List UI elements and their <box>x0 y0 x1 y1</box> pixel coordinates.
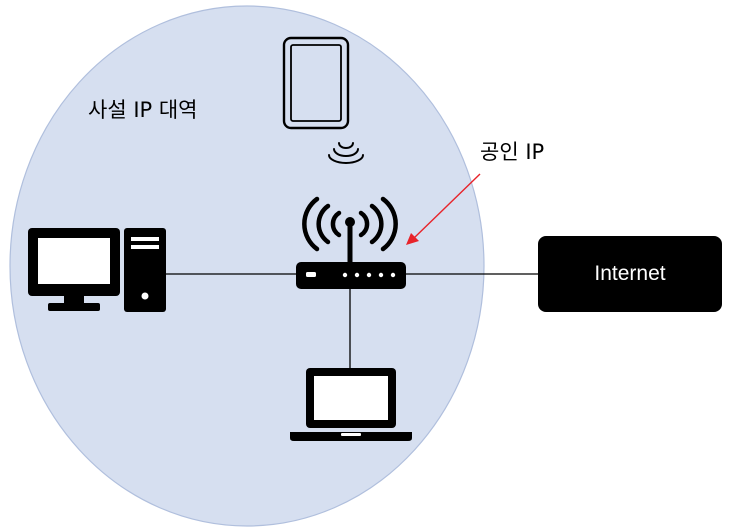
internet-box <box>538 236 722 312</box>
internet-label: Internet <box>594 262 666 285</box>
router-icon <box>296 196 406 289</box>
tablet-icon <box>282 36 350 130</box>
desktop-computer-icon <box>28 228 166 312</box>
public-ip-arrow <box>406 173 481 245</box>
public-ip-label: 공인 IP <box>480 140 545 164</box>
wifi-signal-icon <box>328 142 364 164</box>
network-links <box>166 273 538 368</box>
private-network-label: 사설 IP 대역 <box>88 98 198 122</box>
laptop-icon <box>290 368 412 441</box>
